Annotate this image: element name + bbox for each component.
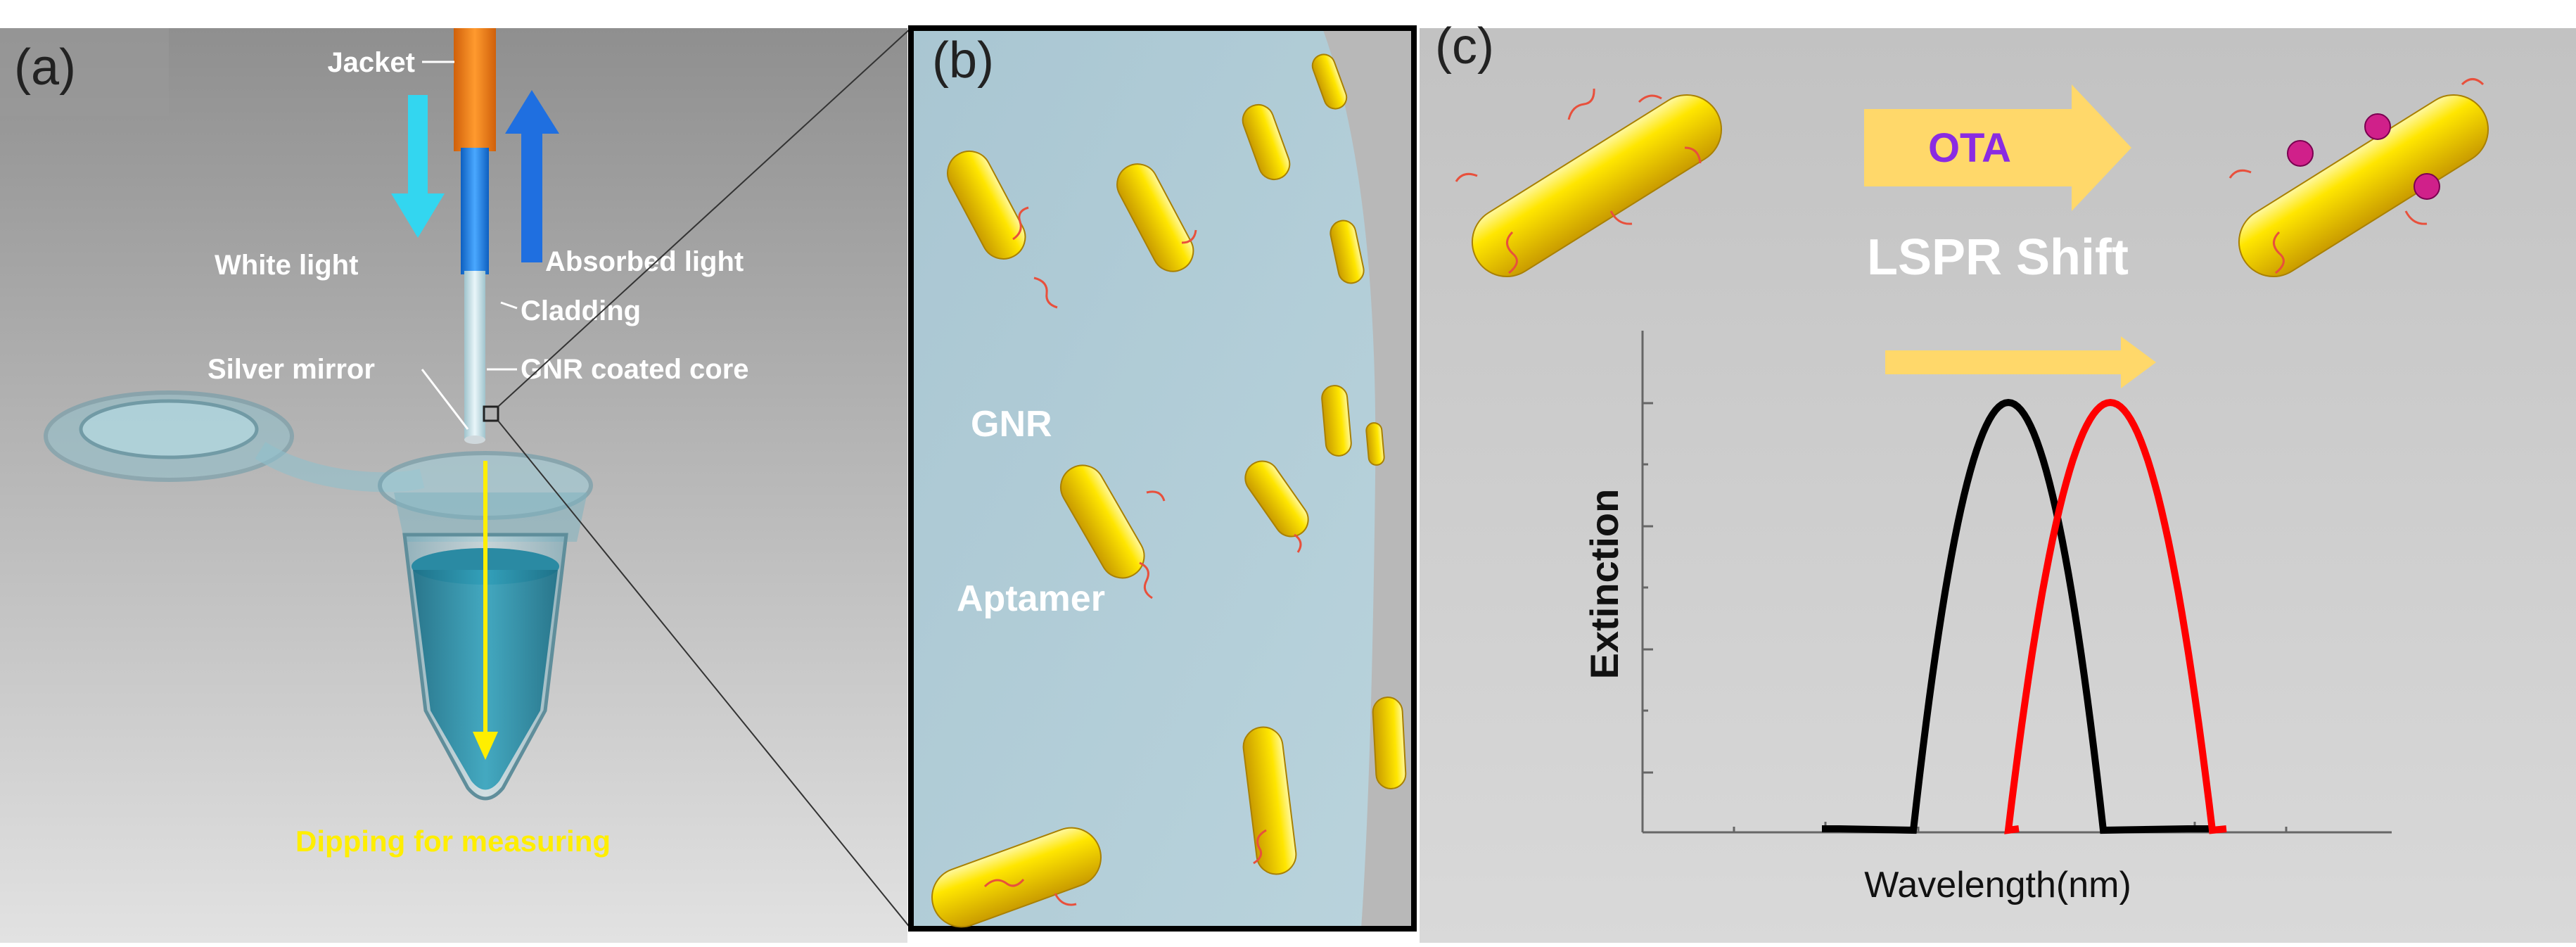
gnr-rod bbox=[1330, 220, 1365, 284]
x-axis-label: Wavelength(nm) bbox=[1864, 865, 2131, 905]
extinction-curve-before bbox=[1822, 398, 2209, 834]
panel-b-frame bbox=[908, 25, 1417, 932]
aptamer-strand bbox=[1146, 490, 1166, 502]
aptamer-strand bbox=[1139, 561, 1153, 599]
panel-c-label: (c) bbox=[1435, 18, 1494, 75]
white-light-arrow bbox=[391, 95, 445, 238]
aptamer-strands bbox=[983, 206, 1302, 906]
jacket-label: Jacket bbox=[327, 47, 415, 78]
ota-molecule bbox=[2414, 173, 2440, 200]
optical-fiber bbox=[454, 28, 499, 444]
gnr-rod bbox=[1244, 460, 1309, 538]
panel-a-label: (a) bbox=[14, 39, 76, 96]
aptamer-strand bbox=[1294, 533, 1302, 553]
gnr-rods bbox=[931, 53, 1407, 928]
silver-mirror-label: Silver mirror bbox=[208, 354, 375, 385]
gnr-bound-ota bbox=[2229, 78, 2489, 278]
silver-mirror-tip bbox=[464, 436, 485, 444]
zoom-line-bottom bbox=[497, 420, 912, 929]
fiber-core-surface bbox=[911, 28, 1376, 929]
cladding-leader bbox=[500, 301, 518, 310]
aptamer-label: Aptamer bbox=[957, 578, 1105, 619]
lspr-shift-label: LSPR Shift bbox=[1867, 229, 2129, 286]
gnr-coated-core-label: GNR coated core bbox=[521, 354, 749, 385]
white-light-label: White light bbox=[215, 250, 358, 281]
zoom-box bbox=[483, 405, 499, 422]
fiber-core bbox=[464, 271, 485, 440]
aptamer-strand bbox=[983, 878, 1025, 888]
aptamer-strand bbox=[1033, 277, 1058, 309]
gnr-rod bbox=[947, 150, 1026, 260]
gnr-rod bbox=[1242, 103, 1291, 181]
shift-arrow bbox=[1885, 336, 2156, 388]
extinction-curve-after bbox=[2004, 398, 2227, 834]
mirror-leader bbox=[421, 369, 469, 430]
gnr-label: GNR bbox=[971, 404, 1052, 445]
gnr-rod bbox=[1242, 726, 1297, 875]
gnr-rod bbox=[931, 827, 1102, 928]
dipping-arrow bbox=[473, 461, 498, 760]
zoom-line-top bbox=[497, 27, 912, 407]
panel-b: (b) GNR Aptam bbox=[908, 25, 1417, 932]
dipping-label: Dipping for measuring bbox=[295, 825, 611, 858]
y-axis-label: Extinction bbox=[1582, 489, 1626, 680]
gnr-rod bbox=[1321, 385, 1352, 457]
ota-label: OTA bbox=[1928, 125, 2011, 171]
panel-a-label-box bbox=[0, 28, 169, 116]
gnr-rod bbox=[1311, 53, 1348, 110]
cladding-label: Cladding bbox=[521, 295, 641, 326]
fiber-cladding bbox=[461, 148, 489, 274]
ota-arrow: OTA bbox=[1864, 84, 2131, 211]
ota-molecule bbox=[2364, 113, 2391, 140]
panel-b-label: (b) bbox=[932, 32, 994, 89]
aptamer-strand bbox=[1054, 893, 1077, 906]
aptamer-strand bbox=[1253, 829, 1267, 865]
panel-c: (c) OTA LSPR Shift bbox=[1420, 18, 2576, 943]
aptamer-strand bbox=[1012, 206, 1029, 241]
gnr-with-aptamer bbox=[1455, 88, 1723, 278]
fiber-jacket bbox=[454, 28, 496, 151]
gnr-rod bbox=[1060, 464, 1145, 579]
absorbed-light-arrow bbox=[505, 90, 559, 262]
gnr-rod bbox=[1372, 697, 1407, 789]
ota-molecule bbox=[2287, 140, 2314, 167]
gnr-rod bbox=[1365, 422, 1385, 466]
gnr-rod bbox=[1116, 163, 1194, 272]
y-ticks bbox=[1643, 402, 1653, 774]
extinction-plot: Extinction Wavelength(nm) bbox=[1582, 331, 2392, 905]
aptamer-strand bbox=[1181, 229, 1197, 244]
panel-a: (a) bbox=[0, 28, 907, 943]
